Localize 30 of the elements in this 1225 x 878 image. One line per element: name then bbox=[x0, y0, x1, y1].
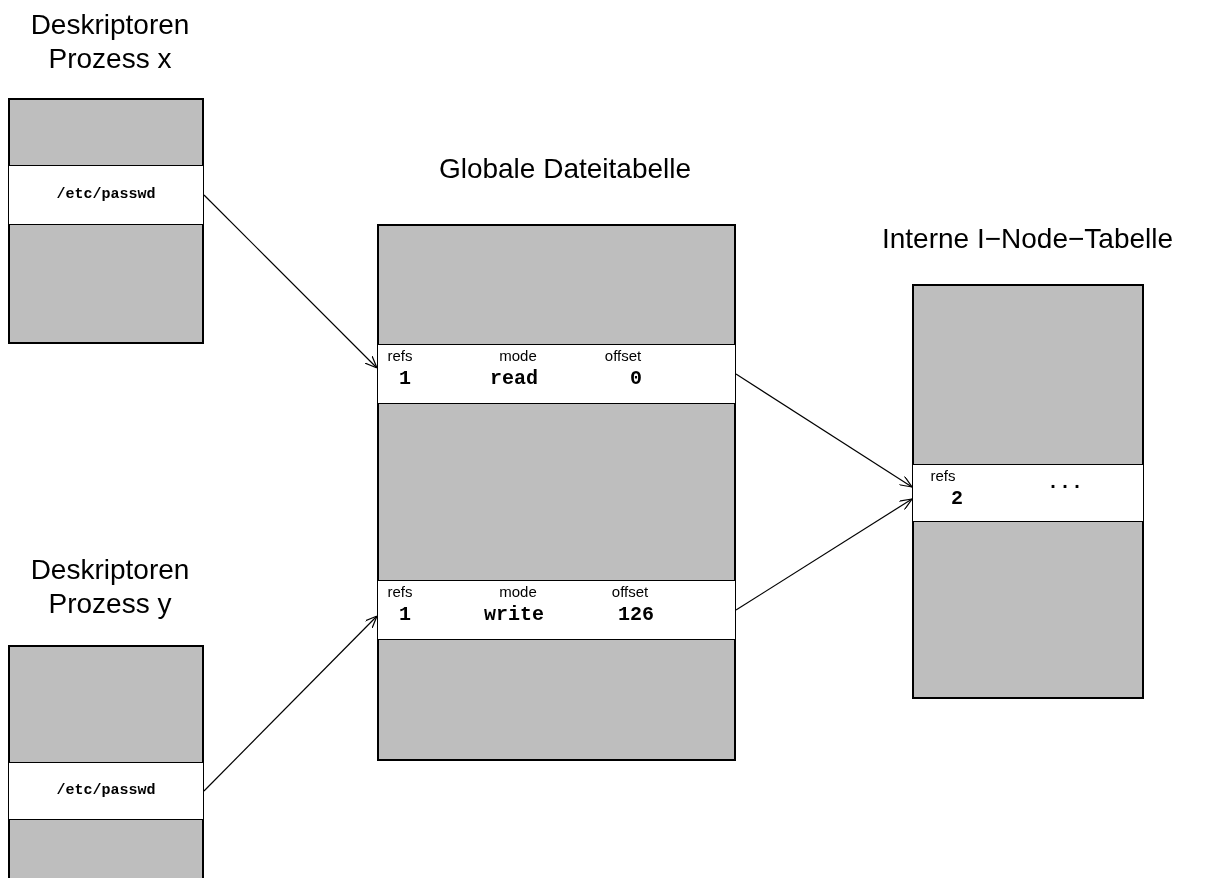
field-value: read bbox=[490, 367, 538, 390]
table-row bbox=[377, 344, 736, 404]
column-header: mode bbox=[499, 583, 537, 600]
table-heading: Interne I−Node−Tabelle bbox=[880, 222, 1175, 256]
table-heading: Globale Dateitabelle bbox=[437, 152, 693, 186]
column-header: refs bbox=[930, 467, 956, 484]
table-heading: Deskriptoren Prozess y bbox=[29, 553, 191, 621]
table-row bbox=[8, 165, 204, 225]
file-path: /etc/passwd bbox=[55, 782, 157, 799]
table-heading: Deskriptoren Prozess x bbox=[29, 8, 191, 76]
table-row bbox=[377, 580, 736, 640]
arrow bbox=[735, 373, 913, 488]
table-row bbox=[8, 762, 204, 820]
arrow bbox=[203, 615, 378, 792]
field-value: 2 bbox=[951, 487, 963, 510]
arrow bbox=[735, 498, 913, 611]
field-value: ... bbox=[1047, 471, 1083, 494]
field-value: write bbox=[484, 603, 544, 626]
field-value: 1 bbox=[399, 603, 411, 626]
column-header: refs bbox=[387, 347, 413, 364]
field-value: 0 bbox=[630, 367, 642, 390]
table-row bbox=[912, 464, 1144, 522]
column-header: refs bbox=[387, 583, 413, 600]
field-value: 1 bbox=[399, 367, 411, 390]
column-header: offset bbox=[611, 583, 649, 600]
arrow bbox=[203, 194, 378, 369]
column-header: offset bbox=[604, 347, 642, 364]
column-header: mode bbox=[499, 347, 537, 364]
file-path: /etc/passwd bbox=[55, 186, 157, 203]
field-value: 126 bbox=[618, 603, 654, 626]
